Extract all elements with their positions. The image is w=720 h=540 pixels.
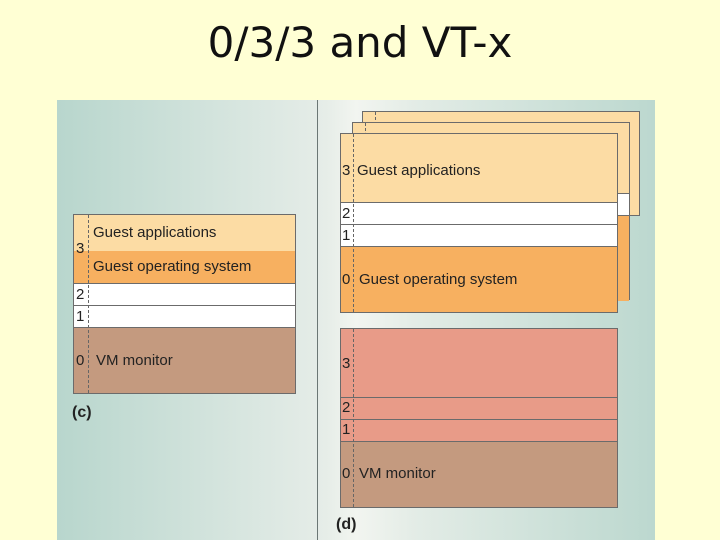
c-ring-0-label: 0 <box>76 352 85 369</box>
d-vmm-stack: 3 2 1 0 VM monitor <box>340 328 618 508</box>
c-ring-3-label: 3 <box>76 240 85 257</box>
c-ring-2-row <box>74 283 295 305</box>
d-guest-apps-label: Guest applications <box>357 162 481 179</box>
panel-divider <box>317 100 318 540</box>
d-lower-ring-2-row <box>341 397 617 419</box>
d-guest-os-row <box>341 246 617 312</box>
c-ring-2-label: 2 <box>76 286 85 303</box>
d-upper-dash-line <box>353 134 354 312</box>
c-guest-apps-label: Guest applications <box>93 224 217 241</box>
d-guest-apps-row <box>341 134 617 202</box>
d-upper-ring-3-label: 3 <box>342 162 351 179</box>
c-ring-dash-line <box>88 215 89 393</box>
diagram-c-caption: (c) <box>72 404 92 421</box>
d-front-stack: 3 Guest applications 2 1 0 Guest operati… <box>340 133 618 313</box>
d-lower-ring-0-label: 0 <box>342 465 351 482</box>
d-lower-ring-1-label: 1 <box>342 421 351 438</box>
d-lower-ring-3-label: 3 <box>342 355 351 372</box>
d-upper-ring-0-label: 0 <box>342 271 351 288</box>
diagram-c-stack: 3 Guest applications Guest operating sys… <box>73 214 296 394</box>
d-lower-ring-3-row <box>341 329 617 397</box>
c-vm-monitor-row <box>74 327 295 393</box>
d-ring-2-row <box>341 202 617 224</box>
c-guest-os-label: Guest operating system <box>93 258 252 275</box>
c-guest-os-row <box>74 251 295 283</box>
d-ring-1-row <box>341 224 617 246</box>
c-ring-1-row <box>74 305 295 327</box>
c-vm-monitor-label: VM monitor <box>96 352 173 369</box>
d-lower-ring-2-label: 2 <box>342 399 351 416</box>
d-vm-monitor-row <box>341 441 617 507</box>
d-upper-ring-2-label: 2 <box>342 205 351 222</box>
d-upper-ring-1-label: 1 <box>342 227 351 244</box>
d-lower-dash-line <box>353 329 354 507</box>
c-guest-apps-row <box>74 215 295 251</box>
slide-title: 0/3/3 and VT-x <box>207 18 513 67</box>
d-guest-os-label: Guest operating system <box>359 271 518 288</box>
d-vm-monitor-label: VM monitor <box>359 465 436 482</box>
c-ring-1-label: 1 <box>76 308 85 325</box>
d-lower-ring-1-row <box>341 419 617 441</box>
diagram-d-caption: (d) <box>336 516 357 533</box>
